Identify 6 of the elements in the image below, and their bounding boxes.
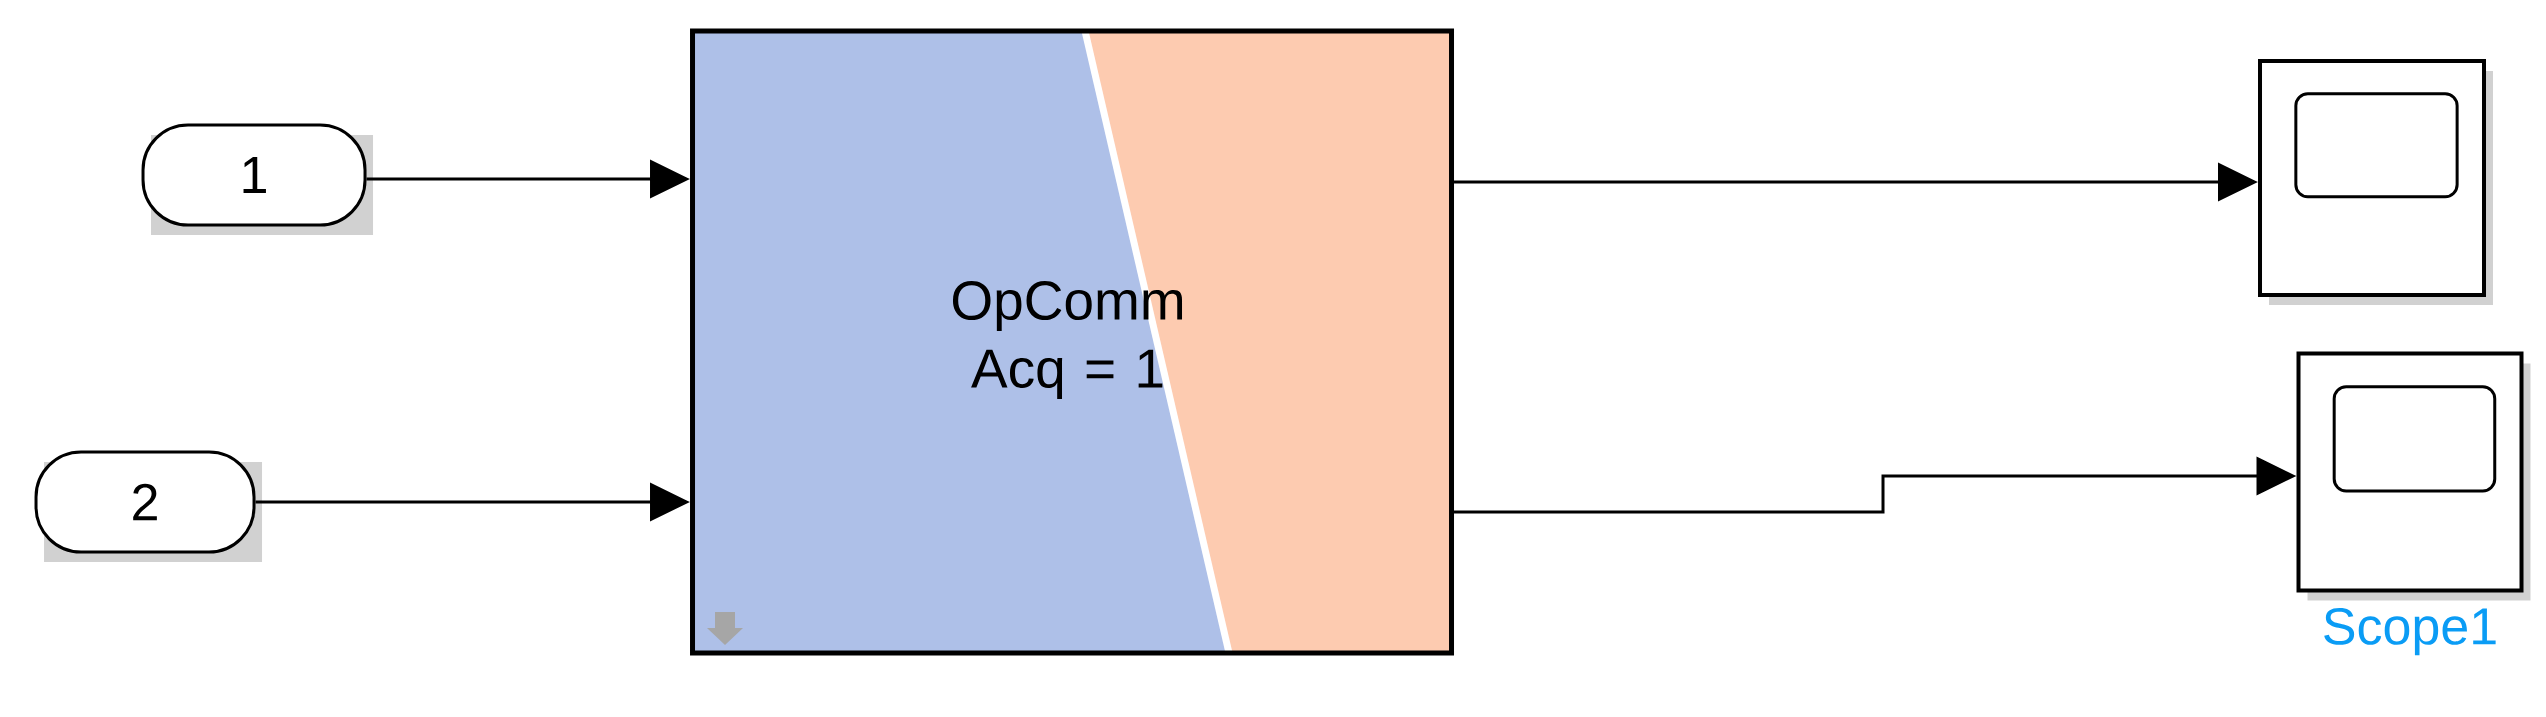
subsystem-block: OpComm Acq = 1	[690, 28, 1454, 656]
scope-block	[2296, 351, 2531, 601]
scope-block	[2258, 59, 2493, 305]
inport-block: 2	[34, 450, 262, 562]
block-label: Scope1	[2324, 608, 2496, 656]
inport-block: 1	[141, 123, 373, 235]
